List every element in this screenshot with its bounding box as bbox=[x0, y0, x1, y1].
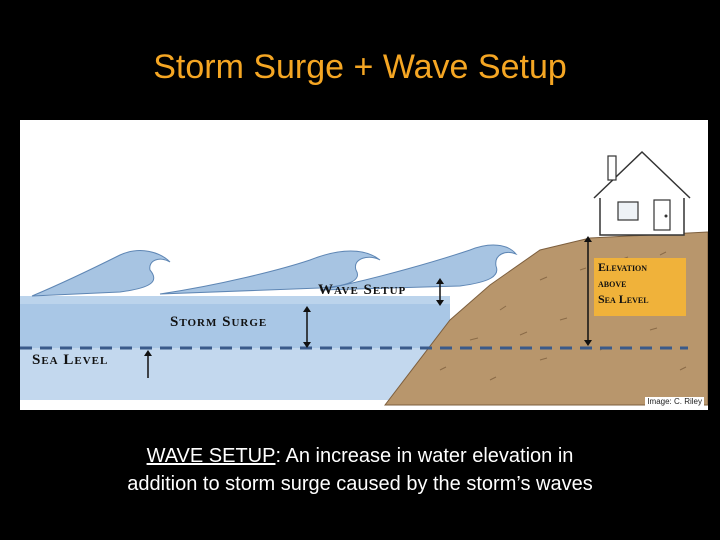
elevation-label-line1: Elevation bbox=[598, 260, 648, 274]
elevation-label-line2: above bbox=[598, 276, 627, 290]
wave-crest-right bbox=[319, 244, 518, 291]
surge-water bbox=[20, 300, 450, 348]
elevation-label-box: Elevation above Sea Level bbox=[594, 258, 686, 316]
elevation-label-line3: Sea Level bbox=[598, 292, 649, 306]
slide-title: Storm Surge + Wave Setup bbox=[153, 48, 567, 86]
caption-text-line2: addition to storm surge caused by the st… bbox=[127, 473, 593, 495]
image-credit: Image: C. Riley bbox=[645, 397, 704, 406]
house bbox=[593, 150, 691, 236]
storm-surge-label: Storm Surge bbox=[170, 314, 268, 330]
sea-level-label: Sea Level bbox=[32, 352, 109, 368]
setup-water bbox=[20, 296, 450, 304]
caption: WAVE SETUP: An increase in water elevati… bbox=[60, 442, 660, 498]
wave-setup-label: Wave Setup bbox=[318, 282, 407, 298]
wave-crest-middle bbox=[159, 250, 381, 295]
wave-crest-left bbox=[31, 250, 171, 297]
caption-text-line1: : An increase in water elevation in bbox=[275, 445, 574, 467]
surge-diagram: Wave Setup Storm Surge Sea Level Elevati… bbox=[20, 120, 708, 410]
caption-term: WAVE SETUP bbox=[146, 445, 276, 467]
